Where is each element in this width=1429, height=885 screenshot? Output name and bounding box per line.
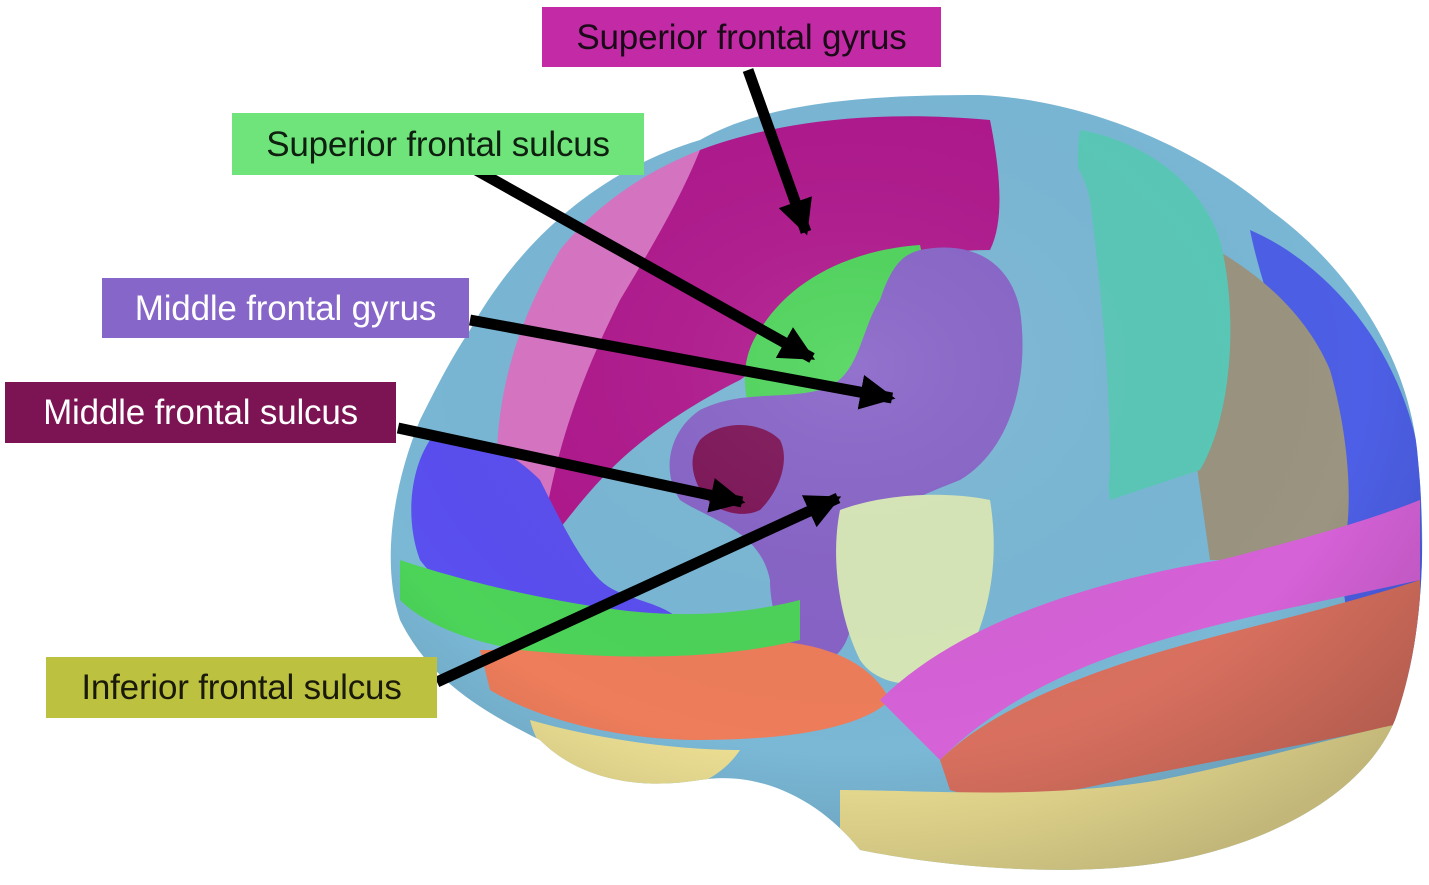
label-superior-frontal-gyrus: Superior frontal gyrus — [542, 7, 941, 67]
label-middle-frontal-gyrus: Middle frontal gyrus — [102, 278, 469, 338]
arrow-inferior-frontal-sulcus — [434, 493, 842, 687]
arrow-middle-frontal-gyrus — [469, 314, 896, 410]
label-middle-frontal-sulcus: Middle frontal sulcus — [5, 382, 396, 443]
label-superior-frontal-sulcus: Superior frontal sulcus — [232, 113, 644, 175]
arrow-superior-frontal-gyrus — [742, 68, 812, 236]
label-inferior-frontal-sulcus: Inferior frontal sulcus — [46, 657, 437, 718]
arrows — [396, 68, 896, 687]
arrow-superior-frontal-sulcus — [473, 165, 816, 363]
arrow-middle-frontal-sulcus — [396, 422, 746, 513]
